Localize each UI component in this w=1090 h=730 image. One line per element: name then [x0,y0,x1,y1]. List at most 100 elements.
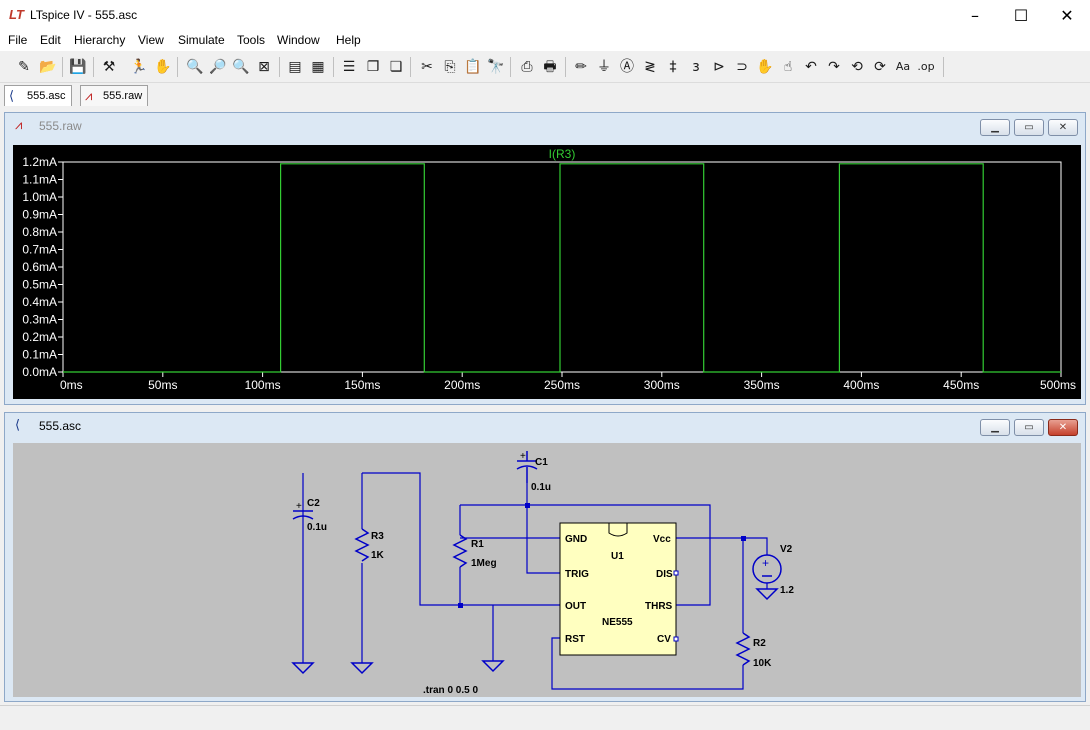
mirror-icon[interactable]: ⟳ [874,59,886,75]
menu-hierarchy[interactable]: Hierarchy [74,33,126,47]
move-icon[interactable]: ✋ [756,59,774,75]
window-tile-icon[interactable]: ▦ [311,59,325,75]
paste-icon[interactable]: 📋 [464,59,482,75]
minimize-button[interactable]: – [971,6,979,25]
close-icon[interactable]: ✕ [1048,419,1078,436]
toolbar-separator [177,57,178,77]
resistor-r2[interactable] [735,632,751,666]
print-setup-icon[interactable]: ⎙ [521,59,533,75]
autorange-icon[interactable]: ▤ [288,59,302,75]
capacitor-icon[interactable]: ‡ [669,59,677,75]
menu-edit[interactable]: Edit [40,33,61,47]
resistor-r3[interactable] [354,528,370,562]
rotate-icon[interactable]: ⟲ [851,59,863,75]
new-schematic-icon[interactable]: ✎ [18,59,30,75]
spice-directive-icon[interactable]: .op [917,60,935,73]
ic-ne555[interactable] [559,522,679,656]
x-tick-label: 400ms [843,378,879,392]
title-bar: LT LTspice IV - 555.asc – ☐ ✕ [0,0,1090,31]
ground-icon[interactable]: ⏚ [597,59,611,75]
r1-value: 1Meg [471,558,497,569]
cascade-icon[interactable]: ❐ [366,59,380,75]
ground-icon [291,662,315,675]
diode-icon[interactable]: ⊳ [713,59,725,75]
component-icon[interactable]: ⊃ [736,59,748,75]
undo-icon[interactable]: ↶ [805,59,817,75]
pin-gnd: GND [565,534,587,545]
schematic-canvas[interactable]: + + + [13,443,1081,697]
copy-icon[interactable]: ⎘ [444,59,456,75]
label-icon[interactable]: Ⓐ [620,59,634,75]
maximize-button[interactable]: ☐ [1013,6,1029,25]
open-icon[interactable]: 📂 [39,59,57,75]
tile-vertical-icon[interactable]: ❏ [389,59,403,75]
schematic-drawing[interactable]: + + + [13,443,1081,697]
menu-bar: File Edit Hierarchy View Simulate Tools … [0,31,1090,51]
y-tick-label: 0.6mA [22,260,57,274]
menu-view[interactable]: View [138,33,164,47]
spice-directive[interactable]: .tran 0 0.5 0 [423,685,478,696]
save-icon[interactable]: 💾 [69,59,87,75]
halt-icon[interactable]: ✋ [154,59,172,75]
voltage-source-v2[interactable]: + [752,554,782,584]
schematic-window[interactable]: ⟨ 555.asc ▁ ▭ ✕ [4,412,1086,702]
ground-icon [350,662,374,675]
y-tick-label: 0.8mA [22,225,57,239]
capacitor-c1[interactable]: + [516,451,538,483]
tab-555-raw[interactable]: ⩘ 555.raw [80,85,149,106]
resistor-icon[interactable]: ≷ [644,59,656,75]
menu-help[interactable]: Help [336,33,361,47]
tile-horizontal-icon[interactable]: ☰ [342,59,356,75]
drag-icon[interactable]: ☝ [783,59,793,75]
capacitor-c2[interactable]: + [292,501,314,520]
cut-icon[interactable]: ✂ [421,59,433,75]
x-tick-label: 500ms [1040,378,1076,392]
tab-555-asc[interactable]: ⟨ 555.asc [4,85,72,106]
zoom-in-icon[interactable]: 🔍 [186,59,204,75]
resistor-r1[interactable] [452,534,468,568]
y-tick-label: 0.0mA [22,365,57,379]
menu-tools[interactable]: Tools [237,33,266,47]
zoom-fit-icon[interactable]: ⊠ [258,59,270,75]
redo-icon[interactable]: ↷ [828,59,840,75]
print-icon[interactable]: 🖶 [543,59,557,75]
r2-label: R2 [753,638,766,649]
x-tick-label: 450ms [943,378,979,392]
control-panel-icon[interactable]: ⚒ [102,59,116,75]
x-tick-label: 150ms [344,378,380,392]
text-icon[interactable]: Aa [895,60,911,73]
y-tick-label: 0.9mA [22,208,57,222]
find-icon[interactable]: 🔭 [487,59,505,75]
plot-frame [62,161,1062,373]
menu-file[interactable]: File [8,33,28,47]
zoom-out-icon[interactable]: 🔍 [232,59,250,75]
pin-rst: RST [565,634,585,645]
y-tick-label: 0.1mA [22,348,57,362]
wire-icon[interactable]: ✏ [575,59,587,75]
inductor-icon[interactable]: ɜ [692,59,700,75]
waveform-chart[interactable]: 0.0mA0.1mA0.2mA0.3mA0.4mA0.5mA0.6mA0.7mA… [13,145,1081,399]
waveform-icon: ⩘ [85,88,93,103]
document-tabs: ⟨ 555.asc ⩘ 555.raw [0,83,1090,108]
minimize-icon[interactable]: ▁ [980,119,1010,136]
pin-thrs: THRS [645,601,673,612]
run-icon[interactable]: 🏃 [130,59,148,75]
toolbar-separator [93,57,94,77]
x-tick-label: 50ms [148,378,177,392]
menu-simulate[interactable]: Simulate [178,33,225,47]
series-line-0 [63,163,1061,373]
pin-trig: TRIG [565,569,589,580]
junction [741,536,746,541]
toolbar-separator [62,57,63,77]
menu-window[interactable]: Window [277,33,320,47]
minimize-icon[interactable]: ▁ [980,419,1010,436]
restore-icon[interactable]: ▭ [1014,419,1044,436]
close-button[interactable]: ✕ [1060,6,1074,25]
close-icon[interactable]: ✕ [1048,119,1078,136]
restore-icon[interactable]: ▭ [1014,119,1044,136]
pan-icon[interactable]: 🔎 [209,59,227,75]
junction [525,503,530,508]
x-tick-label: 200ms [444,378,480,392]
